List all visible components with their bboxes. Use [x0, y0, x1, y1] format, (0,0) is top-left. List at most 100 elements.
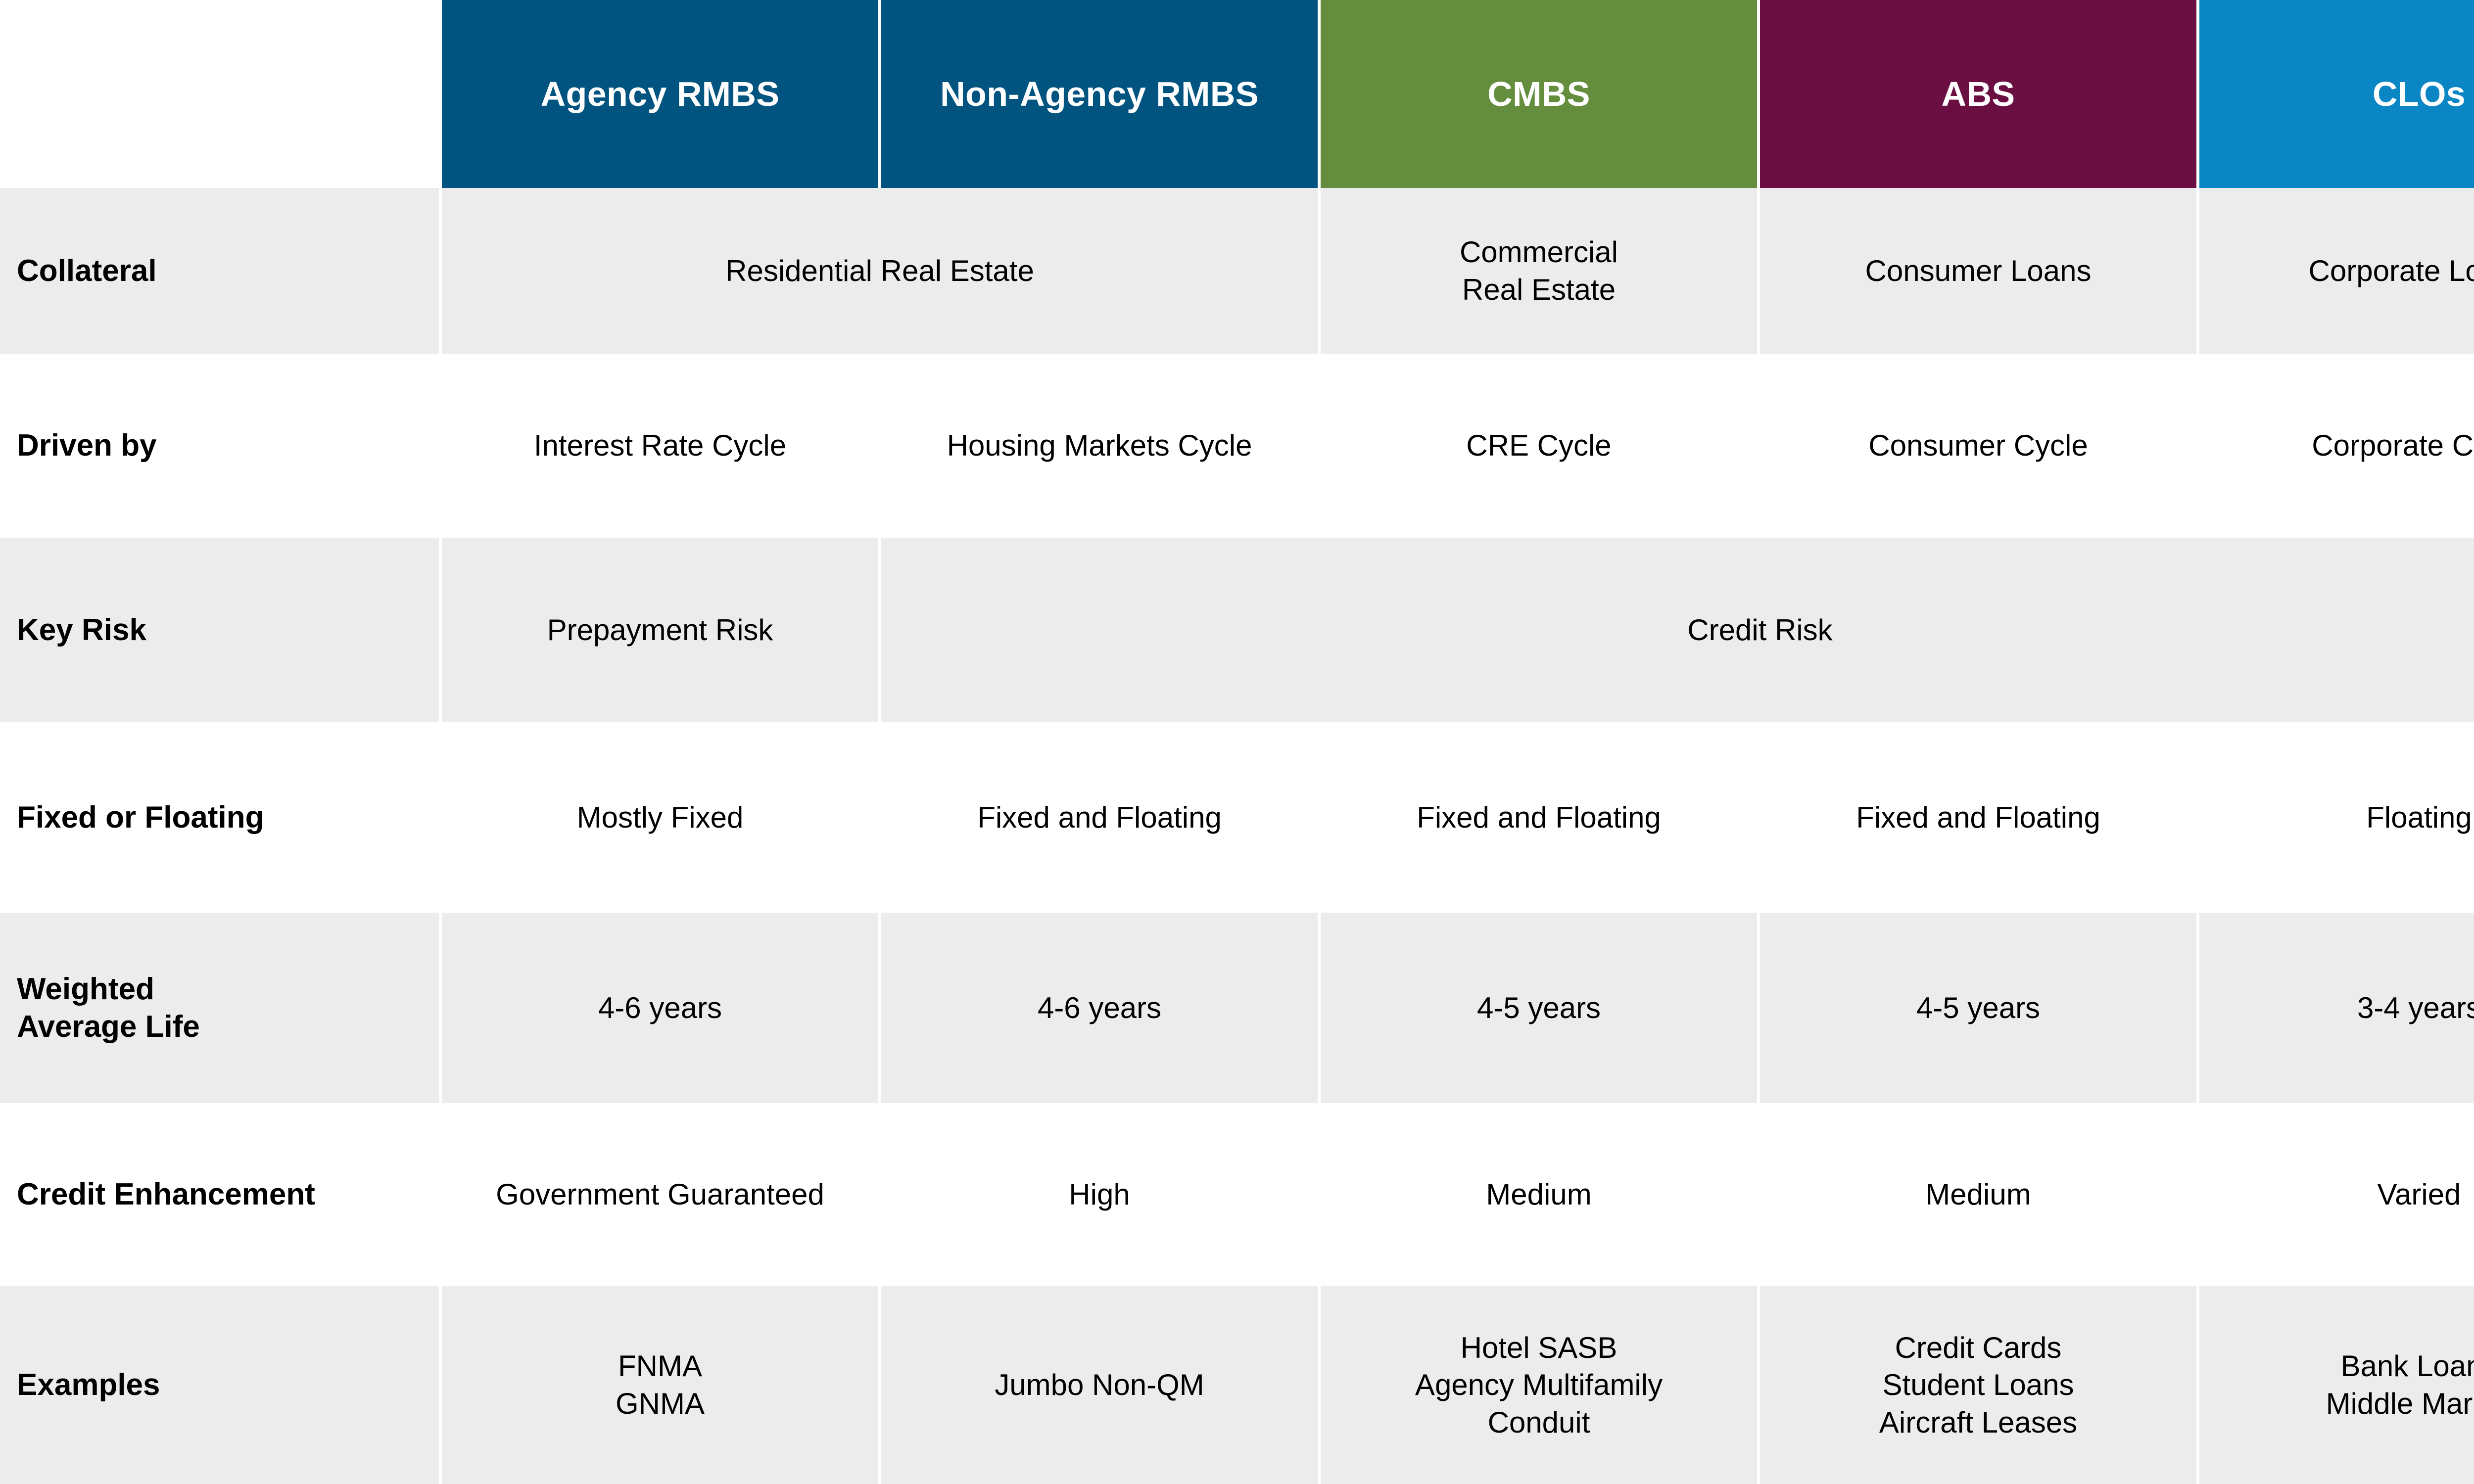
cell-text-line: Jumbo Non-QM — [995, 1368, 1204, 1402]
cell-text-line: Student Loans — [1882, 1368, 2074, 1402]
table-row-fixed-or-floating: Fixed or Floating Mostly Fixed Fixed and… — [0, 722, 2474, 913]
cell-text-line: 4-6 years — [1037, 991, 1162, 1024]
cell-text-line: Credit Cards — [1895, 1331, 2062, 1364]
cell-credit-enhancement-non-agency-rmbs: High — [881, 1103, 1321, 1286]
cell-wal-clos: 3-4 years — [2199, 913, 2474, 1103]
table-row-key-risk: Key Risk Prepayment Risk Credit Risk — [0, 538, 2474, 722]
cell-text-line: Key Risk — [17, 612, 146, 647]
cell-text-line: 4-5 years — [1916, 991, 2041, 1024]
cell-text-line: Medium — [1925, 1178, 2031, 1211]
cell-text-line: Bank Loans — [2340, 1349, 2474, 1383]
cell-text-line: 4-6 years — [598, 991, 722, 1024]
row-label-credit-enhancement: Credit Enhancement — [0, 1103, 442, 1286]
cell-text-line: Agency Multifamily — [1415, 1368, 1663, 1402]
cell-credit-enhancement-clos: Varied — [2199, 1103, 2474, 1286]
cell-fixed-or-floating-non-agency-rmbs: Fixed and Floating — [881, 722, 1321, 913]
cell-credit-enhancement-cmbs: Medium — [1321, 1103, 1760, 1286]
column-header-non-agency-rmbs[interactable]: Non-Agency RMBS — [881, 0, 1321, 188]
cell-text-line: Examples — [17, 1368, 160, 1402]
row-label-key-risk: Key Risk — [0, 538, 442, 722]
cell-driven-by-abs: Consumer Cycle — [1760, 354, 2199, 538]
cell-text-line: GNMA — [616, 1387, 705, 1420]
cell-text-line: Consumer Cycle — [1868, 429, 2088, 463]
cell-text-line: Fixed or Floating — [17, 800, 264, 835]
header-row: Agency RMBS Non-Agency RMBS CMBS ABS CLO… — [0, 0, 2474, 188]
cell-fixed-or-floating-agency-rmbs: Mostly Fixed — [442, 722, 881, 913]
table-row-driven-by: Driven by Interest Rate Cycle Housing Ma… — [0, 354, 2474, 538]
cell-wal-cmbs: 4-5 years — [1321, 913, 1760, 1103]
cell-examples-agency-rmbs: FNMA GNMA — [442, 1286, 881, 1484]
row-label-driven-by: Driven by — [0, 354, 442, 538]
cell-text-line: Aircraft Leases — [1879, 1405, 2078, 1439]
cell-examples-clos: Bank LoansMiddle Market — [2199, 1286, 2474, 1484]
column-header-clos[interactable]: CLOs — [2199, 0, 2474, 188]
cell-text-line: Average Life — [17, 1009, 200, 1044]
cell-text-line: Government Guaranteed — [496, 1178, 824, 1211]
cell-text-line: Real Estate — [1462, 273, 1616, 306]
column-header-agency-rmbs[interactable]: Agency RMBS — [442, 0, 881, 188]
row-label-examples: Examples — [0, 1286, 442, 1484]
cell-text-line: Housing Markets Cycle — [947, 429, 1252, 463]
cell-text-line: Corporate Loans — [2308, 254, 2474, 287]
cell-text-line: CRE Cycle — [1466, 429, 1612, 463]
cell-driven-by-agency-rmbs: Interest Rate Cycle — [442, 354, 881, 538]
row-label-collateral: Collateral — [0, 188, 442, 354]
cell-key-risk-agency-rmbs: Prepayment Risk — [442, 538, 881, 722]
cell-fixed-or-floating-clos: Floating — [2199, 722, 2474, 913]
cell-credit-enhancement-agency-rmbs: Government Guaranteed — [442, 1103, 881, 1286]
cell-text-line: Middle Market — [2326, 1387, 2474, 1420]
cell-text-line: Fixed and Floating — [977, 800, 1222, 834]
cell-text-line: Mostly Fixed — [576, 800, 744, 834]
column-header-abs[interactable]: ABS — [1760, 0, 2199, 188]
cell-driven-by-cmbs: CRE Cycle — [1321, 354, 1760, 538]
cell-fixed-or-floating-abs: Fixed and Floating — [1760, 722, 2199, 913]
table-head: Agency RMBS Non-Agency RMBS CMBS ABS CLO… — [0, 0, 2474, 188]
table-row-collateral: Collateral Residential Real Estate Comme… — [0, 188, 2474, 354]
table-row-credit-enhancement: Credit Enhancement Government Guaranteed… — [0, 1103, 2474, 1286]
cell-text-line: Residential Real Estate — [725, 254, 1034, 287]
cell-text-line: Floating — [2366, 800, 2472, 834]
cell-text-line: Consumer Loans — [1865, 254, 2092, 287]
cell-fixed-or-floating-cmbs: Fixed and Floating — [1321, 722, 1760, 913]
table-row-examples: Examples FNMA GNMA Jumbo Non-QM Hotel SAS… — [0, 1286, 2474, 1484]
row-label-fixed-or-floating: Fixed or Floating — [0, 722, 442, 913]
column-header-cmbs[interactable]: CMBS — [1321, 0, 1760, 188]
cell-text-line: Interest Rate Cycle — [533, 429, 787, 463]
cell-driven-by-non-agency-rmbs: Housing Markets Cycle — [881, 354, 1321, 538]
cell-text-line: Conduit — [1487, 1405, 1590, 1439]
cell-text-line: Corporate Cycle — [2312, 429, 2474, 463]
corner-cell — [0, 0, 442, 188]
cell-text-line: Credit Enhancement — [17, 1177, 315, 1212]
cell-key-risk-credit-risk: Credit Risk — [881, 538, 2474, 722]
cell-text-line: High — [1069, 1178, 1130, 1211]
cell-text-line: 3-4 years — [2357, 991, 2474, 1024]
cell-text-line: Medium — [1486, 1178, 1592, 1211]
cell-driven-by-clos: Corporate Cycle — [2199, 354, 2474, 538]
cell-text-line: Collateral — [17, 253, 157, 288]
cell-text-line: Commercial — [1459, 235, 1618, 269]
cell-collateral-abs: Consumer Loans — [1760, 188, 2199, 354]
table-body: Collateral Residential Real Estate Comme… — [0, 188, 2474, 1484]
cell-text-line: Hotel SASB — [1460, 1331, 1618, 1364]
cell-text-line: 4-5 years — [1476, 991, 1601, 1024]
cell-collateral-rmbs: Residential Real Estate — [442, 188, 1321, 354]
cell-collateral-clos: Corporate Loans — [2199, 188, 2474, 354]
cell-text-line: Fixed and Floating — [1856, 800, 2100, 834]
cell-wal-agency-rmbs: 4-6 years — [442, 913, 881, 1103]
cell-text-line: FNMA — [618, 1349, 702, 1383]
cell-examples-non-agency-rmbs: Jumbo Non-QM — [881, 1286, 1321, 1484]
cell-wal-abs: 4-5 years — [1760, 913, 2199, 1103]
cell-credit-enhancement-abs: Medium — [1760, 1103, 2199, 1286]
cell-text-line: Fixed and Floating — [1417, 800, 1661, 834]
cell-text-line: Weighted — [17, 972, 154, 1006]
cell-text-line: Varied — [2377, 1178, 2461, 1211]
cell-wal-non-agency-rmbs: 4-6 years — [881, 913, 1321, 1103]
cell-text-line: Credit Risk — [1687, 613, 1833, 647]
